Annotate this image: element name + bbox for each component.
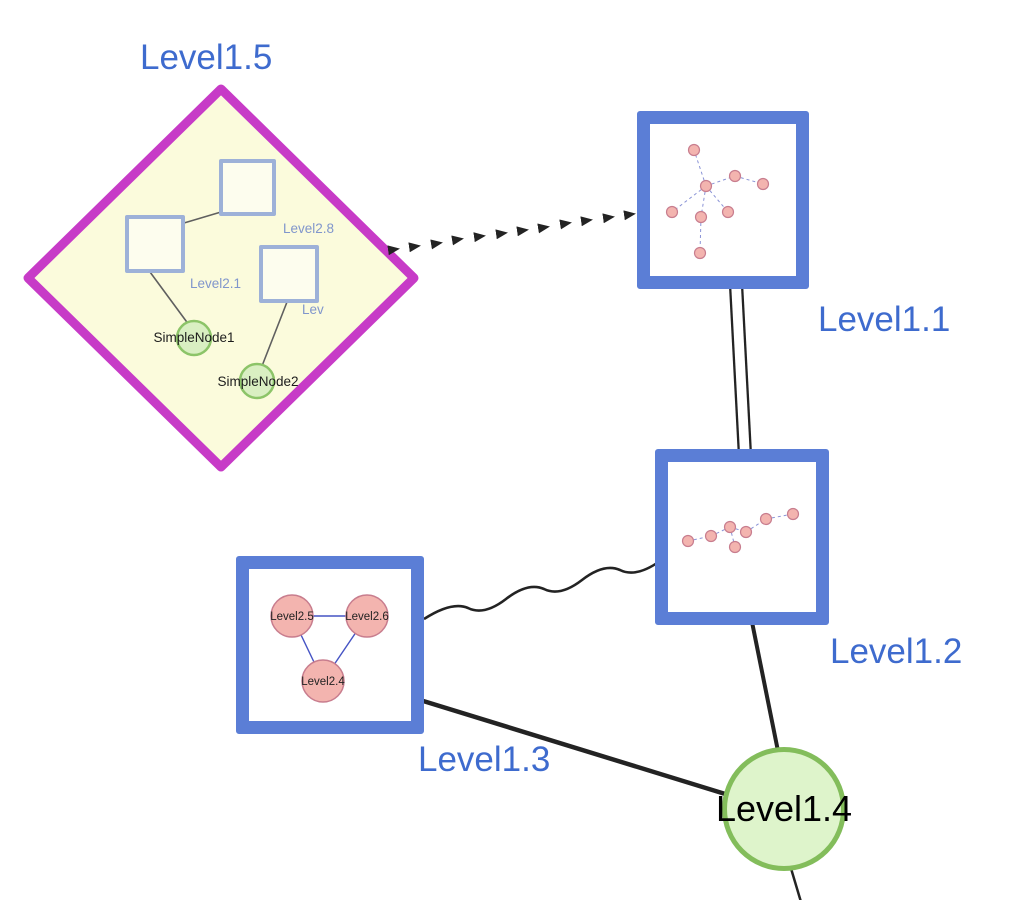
graph-node[interactable] <box>739 525 753 539</box>
edge-level28-level21[interactable] <box>183 211 222 224</box>
level11-inner-edges <box>671 149 764 254</box>
level26-label: Level2.6 <box>345 611 388 623</box>
level13-label: Level1.3 <box>418 740 551 779</box>
level12-inner-nodes <box>681 507 800 554</box>
graph-edge <box>693 149 707 187</box>
level28-node[interactable] <box>219 159 276 216</box>
level11-inner-nodes <box>665 143 770 260</box>
level25-node[interactable] <box>270 594 314 638</box>
level13-node[interactable]: Level2.5 Level2.6 Level2.4 <box>236 556 424 734</box>
edge-level11-level12-double-1[interactable] <box>728 283 741 457</box>
graph-node[interactable] <box>704 529 718 543</box>
simplenode1-node[interactable] <box>175 319 213 357</box>
graph-node[interactable] <box>756 177 770 191</box>
graph-node[interactable] <box>693 246 707 260</box>
edge-level15-level11-dashed-arrow[interactable] <box>387 210 636 256</box>
graph-node[interactable] <box>723 520 737 534</box>
lev-label: Lev <box>302 302 324 317</box>
edge-level13-level14[interactable] <box>419 697 749 804</box>
graph-node[interactable] <box>759 512 773 526</box>
graph-node[interactable] <box>721 205 735 219</box>
simplenode2-node[interactable] <box>238 362 276 400</box>
level28-label: Level2.8 <box>283 221 335 236</box>
graph-node[interactable] <box>699 179 713 193</box>
level11-label: Level1.1 <box>818 300 951 339</box>
level14-label: Level1.4 <box>715 788 853 829</box>
graph-node[interactable] <box>687 143 701 157</box>
edge-lev-simplenode2[interactable] <box>261 301 288 367</box>
level12-inner-graph <box>681 507 800 554</box>
level25-label: Level2.5 <box>270 611 313 623</box>
level15-diamond-node[interactable] <box>23 84 419 472</box>
graph-node[interactable] <box>786 507 800 521</box>
graph-edge <box>671 185 707 213</box>
edge-level11-level12-double-2[interactable] <box>740 283 753 457</box>
edge-level13-level12-wavy[interactable] <box>423 559 661 621</box>
lev-node[interactable] <box>259 245 319 303</box>
level26-node[interactable] <box>345 594 389 638</box>
graph-edge <box>765 513 794 520</box>
level21-node[interactable] <box>125 215 185 273</box>
edge-level21-simplenode1[interactable] <box>149 271 190 326</box>
graph-node[interactable] <box>728 540 742 554</box>
level11-node[interactable] <box>637 111 809 289</box>
level24-label: Level2.4 <box>301 676 345 688</box>
graph-node[interactable] <box>665 205 679 219</box>
level12-label: Level1.2 <box>830 632 963 671</box>
level24-node[interactable] <box>301 659 345 703</box>
level13-inner-graph: Level2.5 Level2.6 Level2.4 <box>270 594 389 703</box>
level12-node[interactable] <box>655 449 829 625</box>
graph-node[interactable] <box>694 210 708 224</box>
edge-level12-level14[interactable] <box>750 621 783 767</box>
level14-node[interactable]: Level1.4 <box>716 747 852 871</box>
level15-label: Level1.5 <box>140 38 273 77</box>
graph-node[interactable] <box>681 534 695 548</box>
level11-inner-graph <box>665 143 770 260</box>
graph-node[interactable] <box>728 169 742 183</box>
simplenode1-label: SimpleNode1 <box>153 330 235 345</box>
level21-label: Level2.1 <box>190 276 242 291</box>
simplenode2-label: SimpleNode2 <box>217 374 299 389</box>
